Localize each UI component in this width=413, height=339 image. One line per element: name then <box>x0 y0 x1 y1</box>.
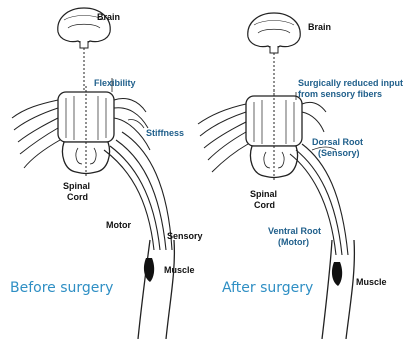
label-muscle-left: Muscle <box>164 265 195 275</box>
label-spinal-left-line1: Spinal <box>63 181 90 191</box>
label-cord-left-line2: Cord <box>67 192 88 202</box>
label-muscle-right: Muscle <box>356 277 387 287</box>
caption-after-surgery: After surgery <box>222 280 313 296</box>
label-cord-right-line2: Cord <box>254 200 275 210</box>
muscle-mark-right <box>332 262 342 286</box>
label-ventral-root-line2: (Motor) <box>278 237 309 247</box>
label-stiffness: Stiffness <box>146 128 184 138</box>
after-surgery-panel: Brain Surgically reduced input from sens… <box>198 13 403 339</box>
label-motor: Motor <box>106 220 131 230</box>
label-brain-right: Brain <box>308 22 331 32</box>
leg-left <box>138 240 174 339</box>
brain-illustration-right <box>248 13 300 53</box>
spinal-cord-illustration-left <box>58 86 114 176</box>
label-spinal-right-line1: Spinal <box>250 189 277 199</box>
label-reduced-input-line2: from sensory fibers <box>298 89 382 99</box>
label-dorsal-root-line2: (Sensory) <box>318 148 360 158</box>
spinal-cord-illustration-right <box>246 90 302 180</box>
caption-before-surgery: Before surgery <box>10 280 113 296</box>
label-brain-left: Brain <box>97 12 120 22</box>
label-reduced-input-line1: Surgically reduced input <box>298 78 403 88</box>
before-surgery-panel: Brain Flexibility Stiffness Spinal Cord … <box>10 8 203 339</box>
label-sensory: Sensory <box>167 231 203 241</box>
leg-right <box>322 240 354 339</box>
nerve-bundle-left <box>104 132 172 250</box>
label-dorsal-root-line1: Dorsal Root <box>312 137 363 147</box>
label-ventral-root-line1: Ventral Root <box>268 226 321 236</box>
label-flexibility: Flexibility <box>94 78 136 88</box>
